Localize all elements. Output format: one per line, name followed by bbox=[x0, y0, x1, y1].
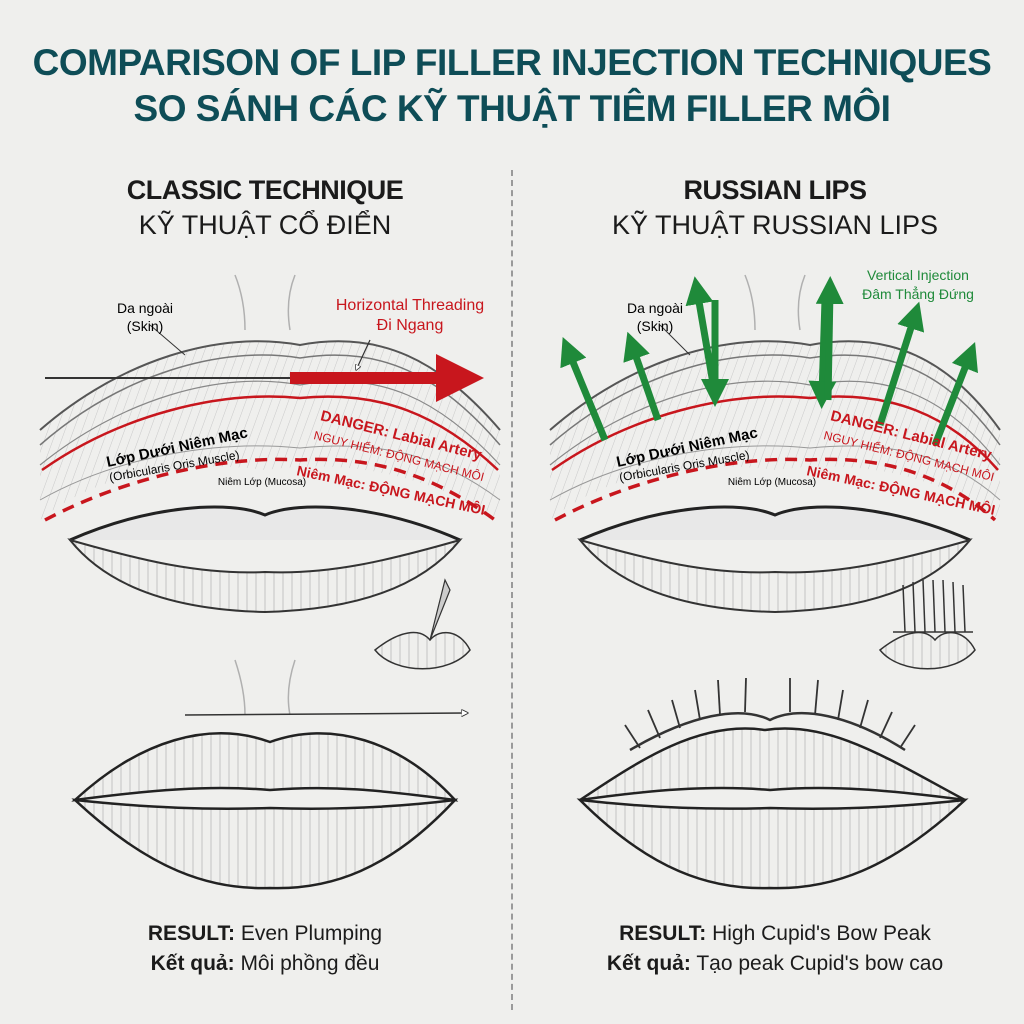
panel-divider bbox=[511, 170, 513, 1010]
russian-technique-label-en: Vertical Injection bbox=[867, 267, 969, 283]
classic-result-vi-prefix: Kết quả: bbox=[150, 952, 235, 975]
classic-cross-section bbox=[39, 274, 501, 614]
russian-result-vi: Tạo peak Cupid's bow cao bbox=[696, 952, 944, 975]
classic-mucosa-label: Niêm Lớp (Mucosa) bbox=[218, 477, 306, 488]
russian-technique-label-vi: Đâm Thẳng Đứng bbox=[862, 285, 974, 302]
russian-inset-illustration bbox=[878, 579, 976, 670]
classic-result-lips bbox=[71, 659, 465, 890]
classic-skin-label-en: (Skin) bbox=[127, 318, 164, 334]
vertical-arrow-icon bbox=[560, 276, 978, 447]
title-vietnamese: SO SÁNH CÁC KỸ THUẬT TIÊM FILLER MÔI bbox=[133, 88, 891, 129]
russian-mucosa-label: Niêm Lớp (Mucosa) bbox=[728, 477, 816, 488]
classic-heading: CLASSIC TECHNIQUE KỸ THUẬT CỔ ĐIỂN bbox=[25, 175, 505, 241]
russian-heading-en: RUSSIAN LIPS bbox=[683, 175, 867, 205]
classic-result-vi: Môi phồng đều bbox=[240, 952, 380, 975]
russian-skin-label-en: (Skin) bbox=[637, 318, 674, 334]
classic-result-en: Even Plumping bbox=[240, 922, 383, 945]
classic-technique-label-en: Horizontal Threading bbox=[336, 297, 484, 314]
russian-result-prefix: RESULT: bbox=[619, 922, 707, 945]
russian-result-lips bbox=[576, 677, 969, 890]
russian-result-en: High Cupid's Bow Peak bbox=[712, 922, 931, 945]
classic-heading-en: CLASSIC TECHNIQUE bbox=[126, 175, 404, 205]
russian-result: RESULT: High Cupid's Bow Peak Kết quả: T… bbox=[535, 922, 1015, 976]
russian-cross-section bbox=[549, 274, 1001, 614]
classic-inset-illustration bbox=[373, 578, 471, 670]
russian-heading: RUSSIAN LIPS KỸ THUẬT RUSSIAN LIPS bbox=[535, 175, 1015, 241]
russian-skin-label-vi: Da ngoài bbox=[627, 300, 683, 316]
classic-heading-vi: KỸ THUẬT CỔ ĐIỂN bbox=[138, 210, 392, 240]
classic-result-prefix: RESULT: bbox=[147, 922, 235, 945]
classic-result: RESULT: Even Plumping Kết quả: Môi phồng… bbox=[25, 922, 505, 976]
classic-skin-label-vi: Da ngoài bbox=[117, 300, 173, 316]
title-english: COMPARISON OF LIP FILLER INJECTION TECHN… bbox=[32, 42, 992, 83]
russian-result-vi-prefix: Kết quả: bbox=[606, 952, 691, 975]
russian-heading-vi: KỸ THUẬT RUSSIAN LIPS bbox=[611, 210, 939, 240]
classic-technique-label-vi: Đi Ngang bbox=[377, 317, 444, 334]
